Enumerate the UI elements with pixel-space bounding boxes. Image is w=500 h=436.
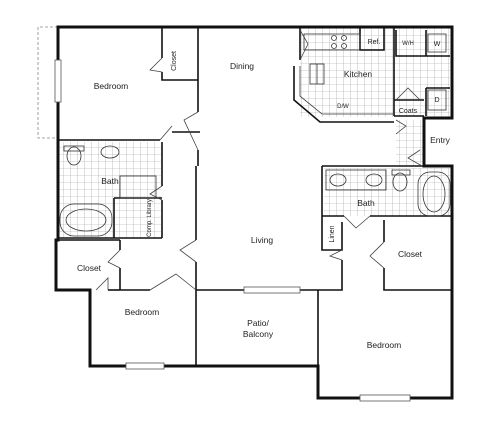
label-patio: Patio/ bbox=[247, 318, 269, 328]
label-ref: Ref. bbox=[368, 39, 381, 46]
label-closet-nw: Closet bbox=[171, 51, 178, 71]
label-closet-sw: Closet bbox=[77, 263, 102, 273]
doors bbox=[95, 29, 423, 291]
label-living: Living bbox=[251, 235, 273, 245]
room-labels: Bedroom Closet Dining Kitchen Ref. W/H W… bbox=[77, 39, 451, 350]
label-bath-e: Bath bbox=[357, 198, 375, 208]
label-coats: Coats bbox=[399, 108, 418, 115]
bath-fixtures bbox=[59, 145, 451, 237]
label-bedroom-sw: Bedroom bbox=[125, 307, 160, 317]
label-dining: Dining bbox=[230, 61, 254, 71]
kitchen-counter bbox=[293, 33, 447, 123]
windows bbox=[54, 59, 411, 402]
label-w: W bbox=[434, 41, 441, 48]
tiled-floors bbox=[59, 27, 452, 238]
balcony-outline bbox=[37, 26, 58, 139]
label-d: D bbox=[434, 97, 439, 104]
label-entry: Entry bbox=[430, 135, 451, 145]
label-wh: W/H bbox=[402, 41, 414, 47]
label-bedroom-nw: Bedroom bbox=[94, 81, 129, 91]
label-balcony: Balcony bbox=[243, 329, 274, 339]
label-comp-library: Comp. Library bbox=[147, 199, 153, 237]
label-bedroom-se: Bedroom bbox=[367, 340, 402, 350]
label-dw: D/W bbox=[337, 104, 349, 110]
label-closet-e: Closet bbox=[398, 249, 423, 259]
label-linen: Linen bbox=[329, 225, 336, 242]
label-kitchen: Kitchen bbox=[344, 69, 373, 79]
exterior-walls bbox=[54, 25, 454, 400]
label-bath-w: Bath bbox=[101, 176, 119, 186]
